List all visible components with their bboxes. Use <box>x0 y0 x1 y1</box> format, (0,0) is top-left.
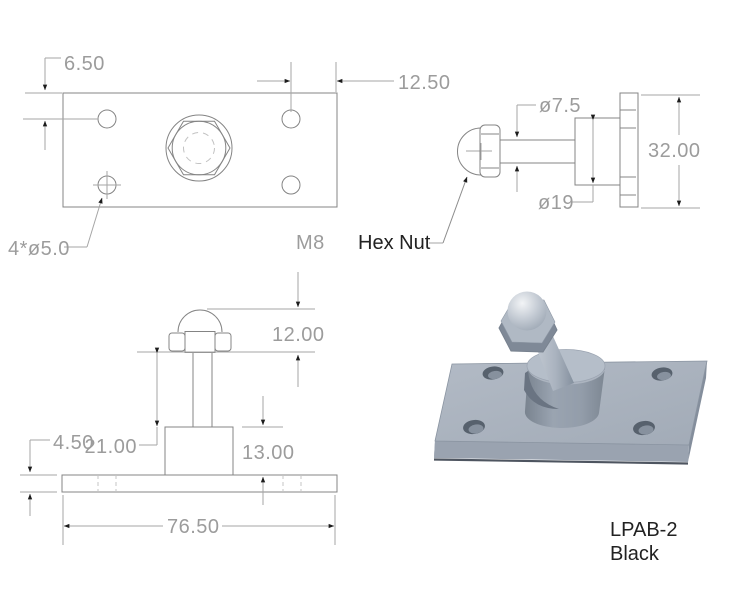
hex-nut-front <box>168 331 232 353</box>
dim-stud-diameter: ø7.5 <box>514 95 581 192</box>
dim-21-label: 21.00 <box>84 436 137 458</box>
plate-front-face <box>434 441 689 462</box>
render-holes <box>463 366 673 436</box>
dim-boss-diameter: ø19 <box>538 114 596 214</box>
dim-nut-ball-height: 12.00 <box>137 272 325 387</box>
hole-bottom-right <box>281 175 301 195</box>
dia-19-label: ø19 <box>538 192 574 214</box>
ball-profile <box>457 127 482 176</box>
plate-right-face <box>688 361 707 462</box>
plate-hole-ticks <box>620 109 636 196</box>
stud-side-view: ø7.5 ø19 32.00 Hex Nut <box>358 92 701 254</box>
part-model-label: LPAB-2 <box>610 519 677 541</box>
part-label: LPAB-2 Black <box>610 519 677 565</box>
hole-centerline-cross <box>93 171 121 199</box>
dim-76-50-label: 76.50 <box>167 516 220 538</box>
render-ball <box>507 291 547 331</box>
dim-4-50-label: 4.50 <box>53 432 94 454</box>
thread-label: M8 <box>296 232 325 254</box>
dim-12-label: 12.00 <box>272 324 325 346</box>
boss-front <box>164 426 234 476</box>
thread-hidden-circle <box>183 132 215 164</box>
dia-7-5-label: ø7.5 <box>539 95 581 117</box>
hex-nut-callout: Hex Nut <box>358 176 468 254</box>
top-view: 6.50 12.50 4*ø5.0 M8 <box>8 53 451 260</box>
dim-edge-offset: 6.50 <box>23 53 105 150</box>
dim-plate-length: 76.50 <box>62 495 336 545</box>
dim-plate-width: 32.00 <box>641 94 701 209</box>
plate-front <box>61 474 338 493</box>
part-color-label: Black <box>610 543 660 565</box>
dim-13-label: 13.00 <box>242 442 295 464</box>
hole-top-right <box>281 109 301 129</box>
dim-hole-offset: 12.50 <box>257 62 451 112</box>
plate-outline-top-view <box>62 92 338 208</box>
dim-6-50-label: 6.50 <box>64 53 105 75</box>
dim-12-50-label: 12.50 <box>398 72 451 94</box>
dim-plate-thickness: 4.50 <box>20 432 94 516</box>
iso-render: LPAB-2 Black <box>433 291 708 565</box>
dim-32-label: 32.00 <box>648 140 701 162</box>
render-boss <box>524 349 606 429</box>
center-boss-and-nut <box>165 114 233 182</box>
holes-callout: 4*ø5.0 <box>8 197 103 260</box>
nut-profile <box>479 124 501 178</box>
ball-dome <box>177 309 223 333</box>
dim-stud-height: 21.00 <box>84 347 160 458</box>
holes-note-label: 4*ø5.0 <box>8 238 70 260</box>
hole-top-left <box>97 109 117 129</box>
dim-boss-height: 13.00 <box>242 396 295 505</box>
hex-nut-label: Hex Nut <box>358 232 431 254</box>
front-view: 12.00 21.00 13.00 4.50 <box>20 272 338 545</box>
plate-bottom-edge <box>433 458 689 465</box>
hidden-hole-lines <box>97 475 302 492</box>
boss-profile <box>574 117 621 186</box>
plate-edge-profile <box>619 92 639 208</box>
